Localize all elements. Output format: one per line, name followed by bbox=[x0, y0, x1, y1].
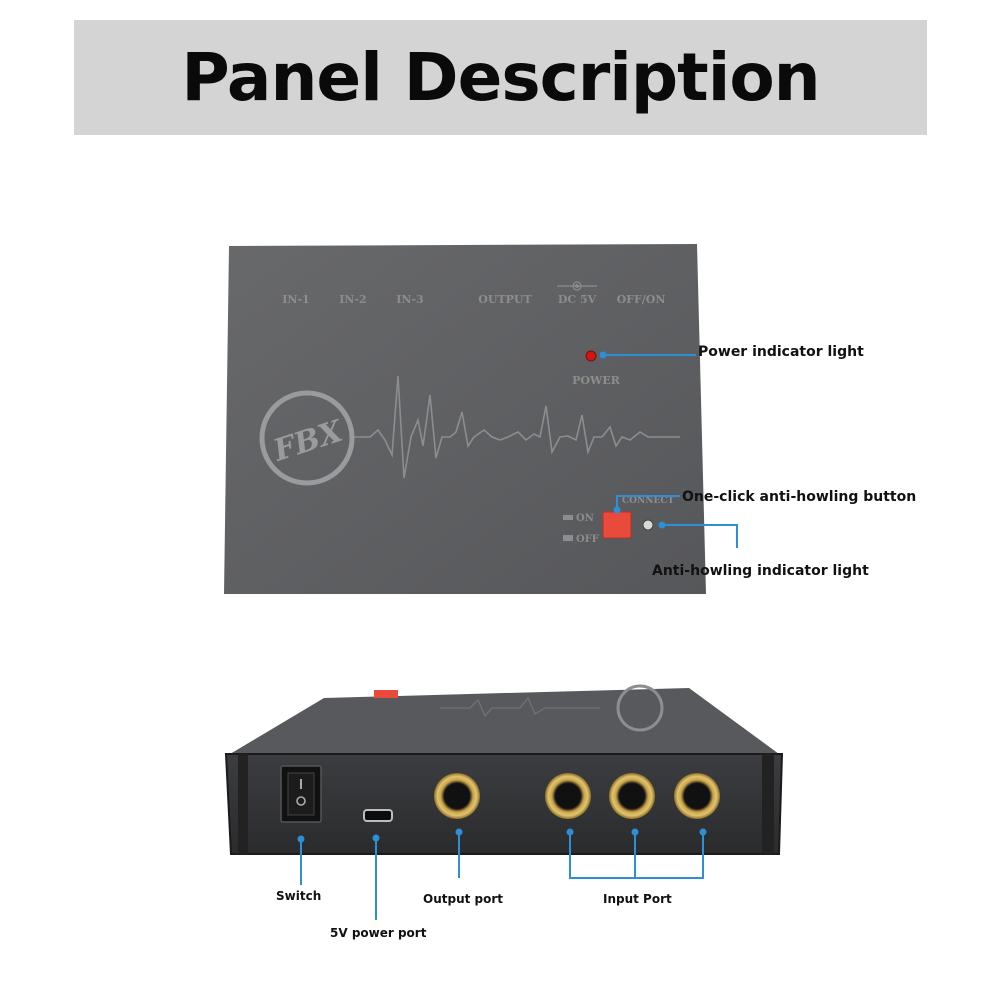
label-dc5v: DC 5V bbox=[558, 293, 597, 306]
anti-howling-button[interactable] bbox=[602, 511, 632, 539]
left-side-edge bbox=[238, 754, 248, 854]
input-jack-2[interactable] bbox=[609, 773, 655, 819]
switch-off-mark-icon bbox=[296, 796, 306, 806]
output-jack[interactable] bbox=[434, 773, 480, 819]
callout-output-port: Output port bbox=[423, 892, 504, 906]
front-device-button bbox=[374, 690, 398, 698]
label-connect: CONNECT bbox=[622, 496, 674, 506]
off-marker-icon bbox=[563, 535, 573, 541]
input-jack-3[interactable] bbox=[674, 773, 720, 819]
front-device-top bbox=[230, 688, 779, 754]
callout-power-indicator: Power indicator light bbox=[698, 344, 864, 360]
label-in2: IN-2 bbox=[339, 293, 366, 306]
callout-anti-howling-indicator: Anti-howling indicator light bbox=[652, 563, 869, 579]
front-logo-ring bbox=[616, 684, 664, 732]
label-output: OUTPUT bbox=[478, 293, 532, 306]
label-offon: OFF/ON bbox=[617, 293, 666, 306]
usb-power-port[interactable] bbox=[363, 809, 393, 822]
callout-input-port: Input Port bbox=[603, 892, 672, 906]
top-callout-lines bbox=[599, 351, 738, 548]
waveform-line bbox=[354, 375, 680, 479]
right-side-edge bbox=[762, 754, 774, 854]
anti-howling-led bbox=[642, 519, 654, 531]
callout-power-port: 5V power port bbox=[330, 926, 427, 940]
label-on: ON bbox=[576, 513, 594, 524]
title-banner: Panel Description bbox=[74, 20, 927, 135]
label-power: POWER bbox=[572, 374, 621, 387]
page-title: Panel Description bbox=[181, 39, 820, 116]
top-panel: IN-1 IN-2 IN-3 OUTPUT DC 5V OFF/ON POWER… bbox=[224, 244, 706, 594]
dc-polarity-icon bbox=[557, 281, 597, 291]
front-waveform-line bbox=[440, 697, 600, 717]
power-led bbox=[585, 350, 597, 362]
label-in3: IN-3 bbox=[396, 293, 423, 306]
power-switch[interactable] bbox=[280, 765, 322, 823]
label-in1: IN-1 bbox=[282, 293, 309, 306]
label-off: OFF bbox=[576, 534, 599, 545]
bottom-callout-lines bbox=[297, 828, 707, 920]
callout-switch: Switch bbox=[276, 889, 322, 903]
input-jack-1[interactable] bbox=[545, 773, 591, 819]
on-marker-icon bbox=[563, 515, 573, 520]
top-panel-body bbox=[224, 244, 706, 594]
front-device bbox=[224, 684, 784, 855]
callout-anti-howling-button: One-click anti-howling button bbox=[682, 489, 917, 505]
